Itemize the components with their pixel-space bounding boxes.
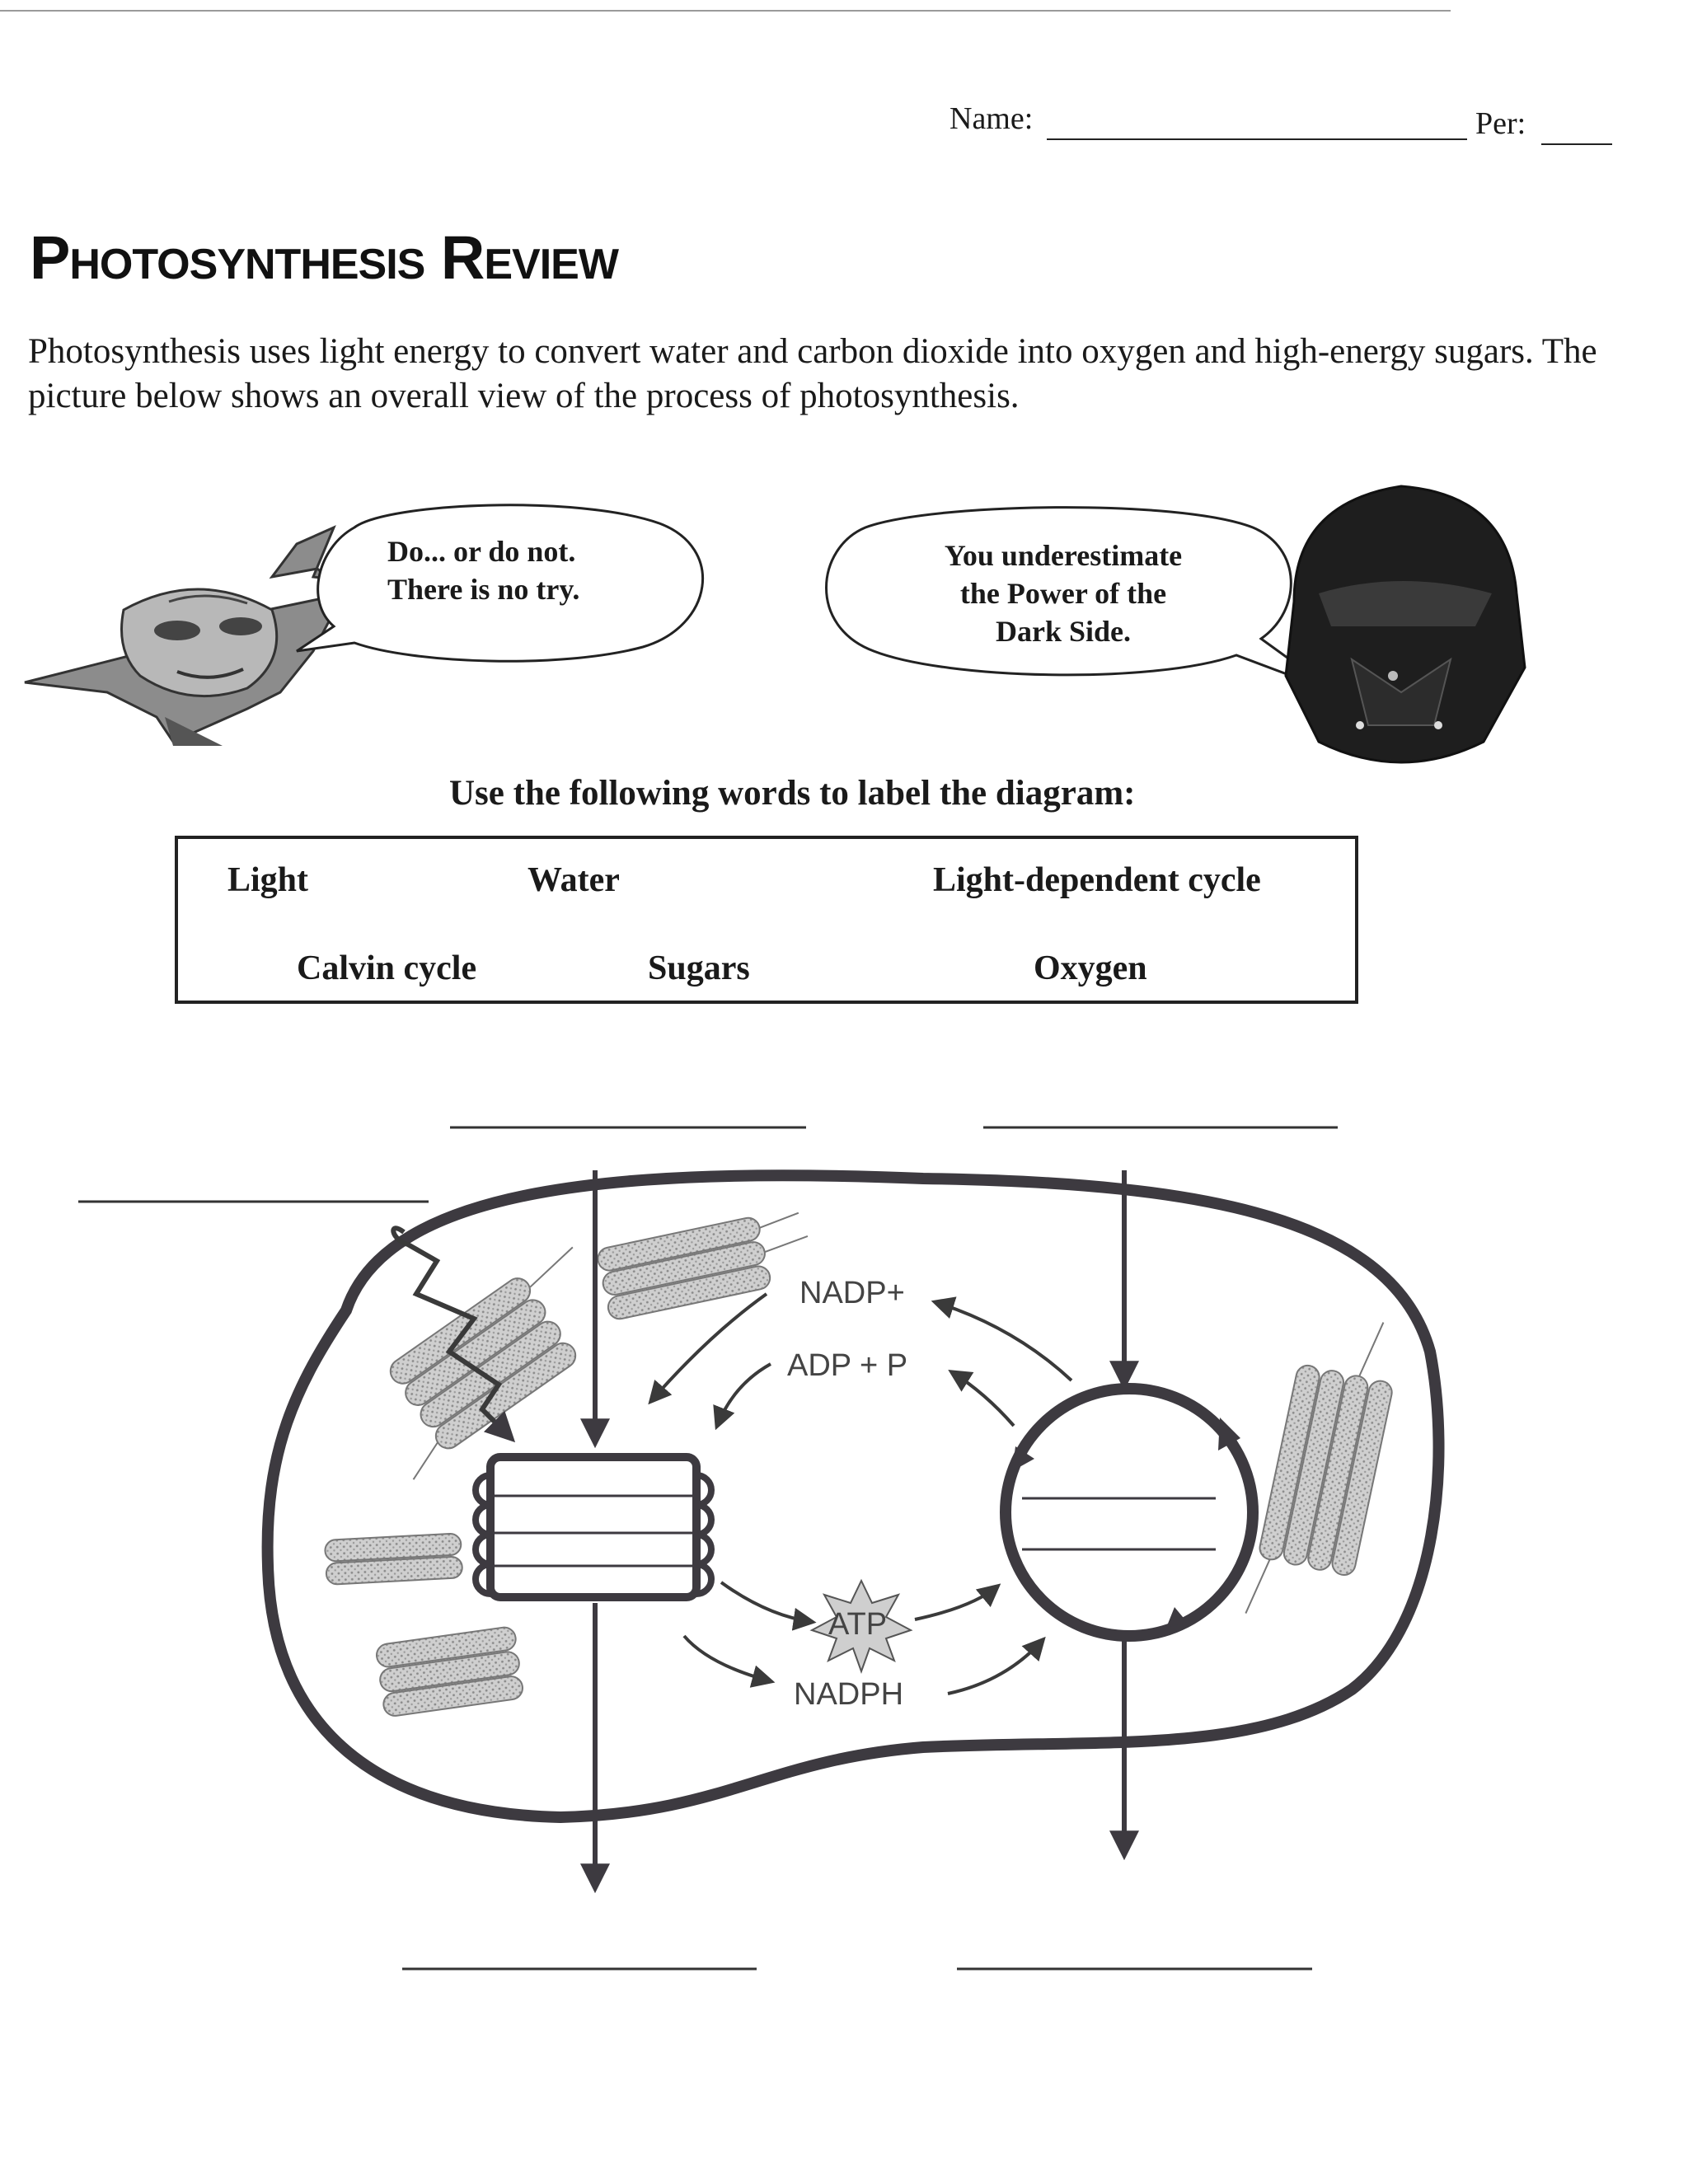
nadp-label: NADP+	[799, 1276, 905, 1310]
yoda-quote-line: There is no try.	[387, 573, 580, 606]
word-bank-item: Oxygen	[1034, 949, 1147, 987]
word-bank-item: Light	[227, 861, 309, 899]
yoda-quote: Do... or do not. There is no try.	[387, 532, 651, 608]
period-label: Per:	[1475, 106, 1526, 141]
chloroplast-outline	[261, 1169, 1445, 1824]
period-blank[interactable]	[1541, 143, 1612, 145]
calvin-cycle-circle	[1000, 1383, 1259, 1642]
light-zigzag-arrow	[391, 1226, 516, 1443]
thylakoid-stacks	[324, 1212, 1393, 1717]
intro-paragraph: Photosynthesis uses light energy to conv…	[28, 332, 1597, 415]
answer-blanks	[78, 1126, 1338, 1971]
word-bank-box	[175, 836, 1358, 1004]
word-bank-item: Water	[528, 861, 620, 899]
light-reaction-box	[472, 1453, 715, 1601]
word-bank-item: Light-dependent cycle	[933, 861, 1261, 899]
yoda-quote-line: Do... or do not.	[387, 535, 576, 568]
atp-label: ATP	[828, 1607, 888, 1642]
molecule-arrows	[648, 1292, 1073, 1695]
vader-quote-line: You underestimate	[944, 539, 1183, 572]
name-blank[interactable]	[1047, 138, 1467, 140]
yoda-speech-bubble	[296, 504, 704, 663]
page-title: Photosynthesis Review	[30, 223, 619, 292]
vader-quote-line: Dark Side.	[995, 615, 1132, 648]
name-label: Name:	[950, 101, 1034, 136]
yoda-illustration	[24, 525, 353, 746]
adp-label: ADP + P	[787, 1348, 908, 1383]
atp-starburst-icon	[809, 1578, 913, 1674]
vader-quote: You underestimate the Power of the Dark …	[890, 537, 1236, 650]
top-rule	[0, 10, 1451, 12]
word-bank-item: Sugars	[648, 949, 750, 987]
word-bank-item: Calvin cycle	[297, 949, 477, 987]
nadph-label: NADPH	[794, 1677, 904, 1712]
word-bank-heading: Use the following words to label the dia…	[449, 774, 1136, 813]
vertical-flow-arrows	[580, 1170, 1139, 1894]
vader-quote-line: the Power of the	[959, 577, 1167, 610]
vader-illustration	[1284, 485, 1526, 764]
